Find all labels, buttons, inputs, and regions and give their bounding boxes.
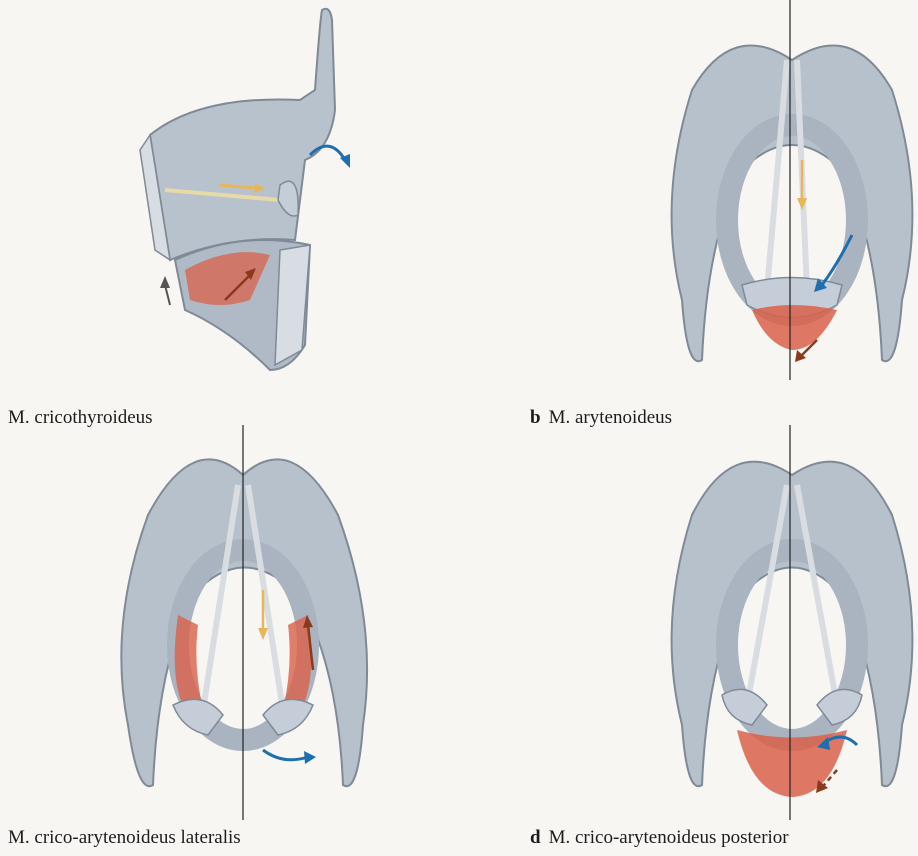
crico-arytenoideus-lateralis-illustration (108, 425, 388, 820)
panel-crico-arytenoideus-lateralis (108, 425, 388, 820)
panel-arytenoideus (652, 0, 918, 380)
caption-c-label: M. crico-arytenoideus lateralis (8, 827, 241, 848)
caption-a-label: M. cricothyroideus (8, 407, 153, 428)
thyroid-cartilage (150, 9, 335, 260)
panel-crico-arytenoideus-posterior (652, 425, 918, 820)
caption-c: M. crico-arytenoideus lateralis (0, 827, 241, 849)
caption-b-letter: b (530, 407, 541, 428)
panel-cricothyroideus (130, 0, 370, 380)
dark-arrowhead (160, 276, 170, 288)
caption-d-letter: d (530, 827, 541, 848)
blue-arrowhead (304, 751, 316, 764)
arytenoideus-illustration (652, 0, 918, 380)
caption-b: b M. arytenoideus (530, 407, 672, 429)
yellow-arrowhead (258, 628, 268, 640)
blue-arrow (263, 750, 308, 760)
cricothyroid-illustration (130, 0, 370, 380)
caption-d-label: M. crico-arytenoideus posterior (549, 827, 789, 848)
caption-d: d M. crico-arytenoideus posterior (530, 827, 789, 849)
crico-arytenoideus-posterior-illustration (652, 425, 918, 820)
caption-b-label: M. arytenoideus (549, 407, 672, 428)
arytenoideus-muscle (752, 305, 837, 350)
caption-a: M. cricothyroideus (0, 407, 153, 429)
